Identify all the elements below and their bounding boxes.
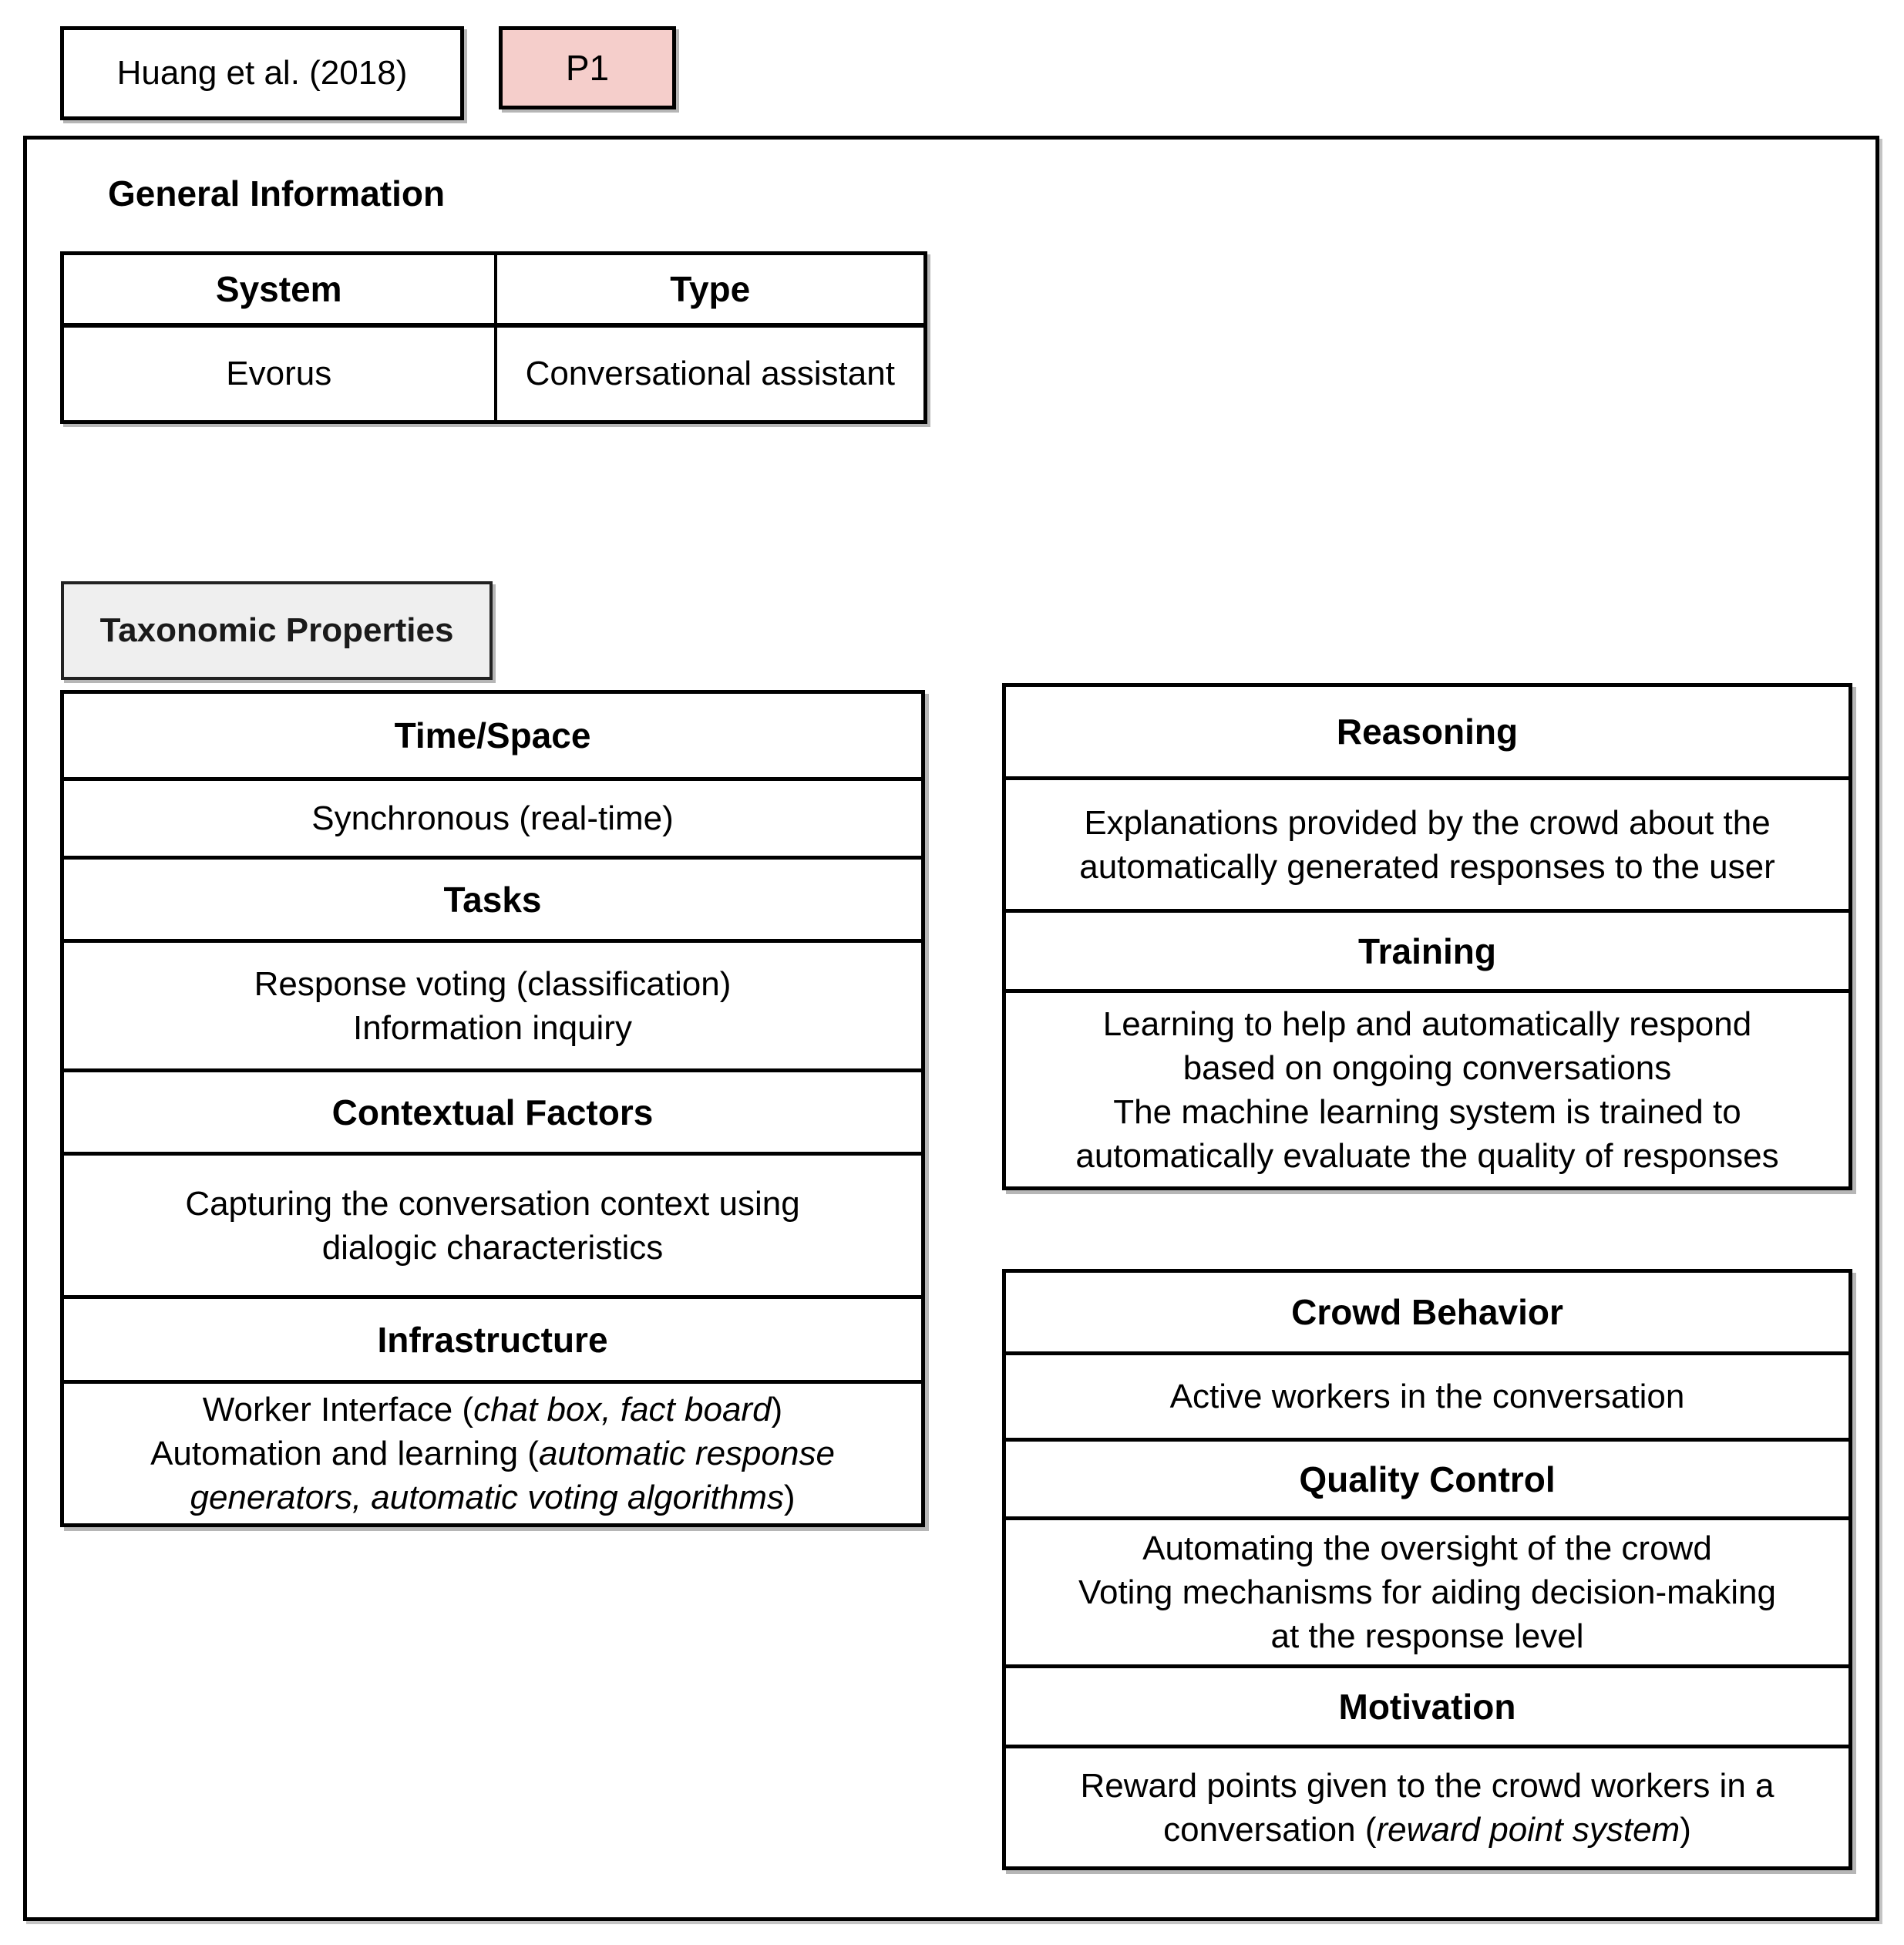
infrastructure-line: generators, automatic voting algorithms): [190, 1479, 796, 1516]
table-cell-type-value: Conversational assistant: [493, 328, 924, 420]
quality-control-line: Automating the oversight of the crowd: [1142, 1529, 1712, 1567]
infrastructure-line: Worker Interface (chat box, fact board): [202, 1391, 783, 1428]
infrastructure-content-row: Worker Interface (chat box, fact board) …: [64, 1380, 921, 1523]
table-header-system: System: [215, 269, 342, 309]
reasoning-header-row: Reasoning: [1006, 687, 1848, 776]
time-space-content: Synchronous (real-time): [311, 799, 674, 837]
reasoning-content-row: Explanations provided by the crowd about…: [1006, 776, 1848, 909]
paper-id-label: P1: [565, 48, 610, 88]
table-cell-system-value: Evorus: [226, 355, 332, 392]
tasks-line: Information inquiry: [353, 1008, 632, 1047]
citation-label: Huang et al. (2018): [116, 54, 408, 92]
training-content-row: Learning to help and automatically respo…: [1006, 989, 1848, 1186]
left-property-stack: Time/Space Synchronous (real-time) Tasks…: [60, 690, 925, 1527]
general-information-title: General Information: [108, 173, 446, 214]
training-line: based on ongoing conversations: [1182, 1048, 1672, 1087]
paper-id-badge: P1: [499, 26, 676, 109]
training-line: automatically evaluate the quality of re…: [1075, 1136, 1779, 1175]
motivation-content-row: Reward points given to the crowd workers…: [1006, 1745, 1848, 1866]
citation-box: Huang et al. (2018): [60, 26, 464, 120]
crowd-behavior-content: Active workers in the conversation: [1169, 1378, 1685, 1415]
training-header-row: Training: [1006, 909, 1848, 989]
reasoning-line: automatically generated responses to the…: [1079, 847, 1775, 886]
tasks-header: Tasks: [443, 879, 542, 920]
tasks-content-row: Response voting (classification) Informa…: [64, 939, 921, 1068]
reasoning-header: Reasoning: [1336, 712, 1519, 752]
motivation-line: conversation (reward point system): [1163, 1810, 1691, 1849]
table-row: Evorus Conversational assistant: [64, 328, 923, 420]
motivation-header: Motivation: [1338, 1686, 1516, 1727]
quality-control-header: Quality Control: [1299, 1459, 1556, 1499]
system-type-table: System Type Evorus Conversational assist…: [60, 251, 927, 424]
quality-control-line: at the response level: [1270, 1617, 1584, 1655]
taxonomic-properties-label: Taxonomic Properties: [61, 581, 493, 680]
right-property-stack-top: Reasoning Explanations provided by the c…: [1002, 683, 1852, 1190]
table-header-type: Type: [493, 255, 924, 323]
quality-control-header-row: Quality Control: [1006, 1438, 1848, 1516]
crowd-behavior-content-row: Active workers in the conversation: [1006, 1351, 1848, 1438]
infrastructure-header: Infrastructure: [377, 1319, 608, 1360]
crowd-behavior-header: Crowd Behavior: [1291, 1292, 1563, 1332]
quality-control-line: Voting mechanisms for aiding decision-ma…: [1078, 1573, 1776, 1611]
time-space-content-row: Synchronous (real-time): [64, 777, 921, 856]
contextual-factors-header-row: Contextual Factors: [64, 1068, 921, 1152]
taxonomic-properties-text: Taxonomic Properties: [99, 611, 454, 649]
time-space-header: Time/Space: [394, 715, 591, 755]
tasks-header-row: Tasks: [64, 856, 921, 939]
training-header: Training: [1358, 930, 1496, 971]
training-line: The machine learning system is trained t…: [1113, 1092, 1741, 1131]
contextual-factors-content-row: Capturing the conversation context using…: [64, 1152, 921, 1295]
contextual-line: dialogic characteristics: [321, 1228, 664, 1267]
quality-control-content-row: Automating the oversight of the crowd Vo…: [1006, 1516, 1848, 1664]
infrastructure-header-row: Infrastructure: [64, 1295, 921, 1380]
crowd-behavior-header-row: Crowd Behavior: [1006, 1273, 1848, 1351]
right-property-stack-bottom: Crowd Behavior Active workers in the con…: [1002, 1269, 1852, 1870]
reasoning-line: Explanations provided by the crowd about…: [1084, 803, 1771, 842]
motivation-header-row: Motivation: [1006, 1664, 1848, 1745]
training-line: Learning to help and automatically respo…: [1102, 1004, 1752, 1043]
table-header-row: System Type: [64, 255, 923, 328]
tasks-line: Response voting (classification): [254, 964, 732, 1003]
contextual-factors-header: Contextual Factors: [331, 1092, 654, 1132]
motivation-line: Reward points given to the crowd workers…: [1080, 1766, 1774, 1805]
time-space-header-row: Time/Space: [64, 694, 921, 777]
infrastructure-line: Automation and learning (automatic respo…: [150, 1435, 835, 1472]
contextual-line: Capturing the conversation context using: [185, 1184, 800, 1223]
